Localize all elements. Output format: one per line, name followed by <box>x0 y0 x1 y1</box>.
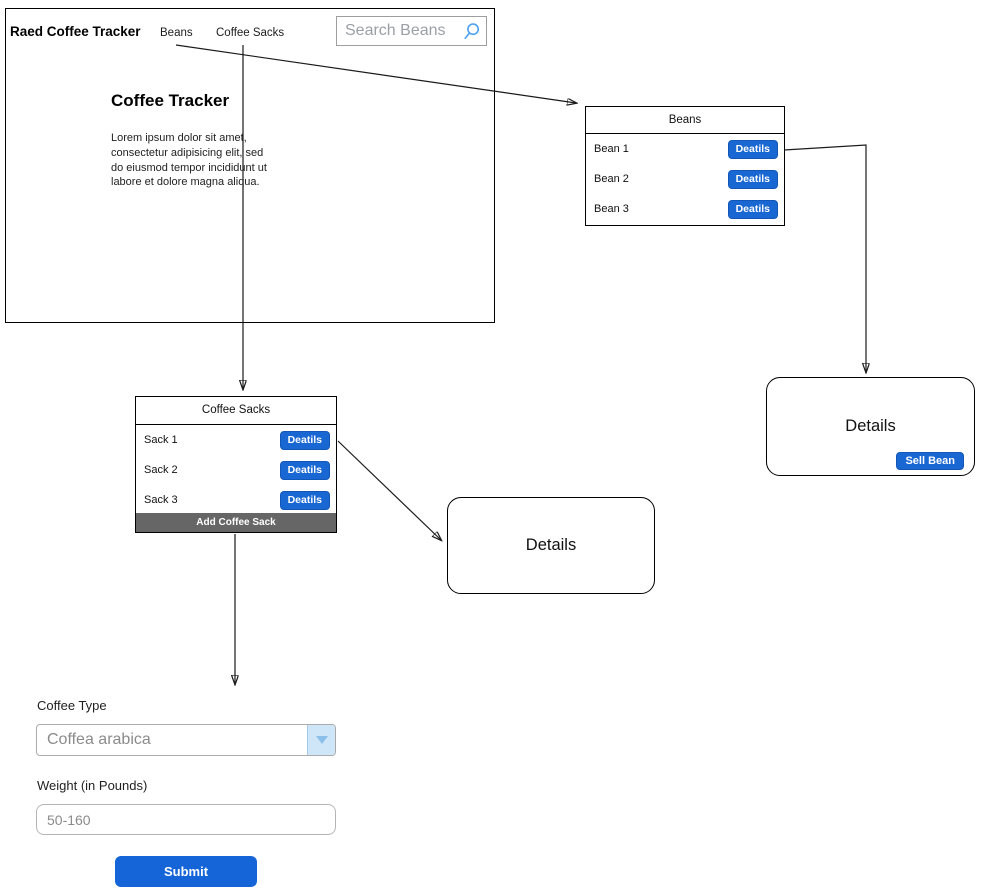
sack-2-details-button[interactable]: Deatils <box>279 460 330 480</box>
page-heading: Coffee Tracker <box>111 91 230 110</box>
coffee-sacks-panel: Coffee Sacks Sack 1 Deatils Sack 2 Deati… <box>135 396 337 533</box>
sacks-row-1: Sack 1 Deatils <box>136 425 336 455</box>
beans-row-3: Bean 3 Deatils <box>586 194 784 224</box>
arrow-bean1-details-to-bean-details-card <box>783 144 866 372</box>
app-window: Raed Coffee Tracker Beans Coffee Sacks C… <box>5 8 495 323</box>
submit-button[interactable]: Submit <box>115 856 257 887</box>
bean-details-title: Details <box>845 417 896 435</box>
weight-input[interactable] <box>36 804 336 835</box>
sack-details-title: Details <box>525 536 577 554</box>
sacks-row-3: Sack 3 Deatils <box>136 485 336 515</box>
beans-row-1: Bean 1 Deatils <box>586 134 784 164</box>
sacks-row-2: Sack 2 Deatils <box>136 455 336 485</box>
coffee-type-value: Coffea arabica <box>47 731 151 748</box>
sack-3-details-button[interactable]: Deatils <box>279 490 330 510</box>
dropdown-arrow-button[interactable] <box>307 725 335 755</box>
coffee-type-label: Coffee Type <box>37 698 107 713</box>
sack-label: Sack 2 <box>144 464 178 476</box>
bean-label: Bean 2 <box>594 173 629 185</box>
search-icon[interactable] <box>462 22 481 41</box>
add-coffee-sack-button[interactable]: Add Coffee Sack <box>136 513 336 532</box>
bean-label: Bean 3 <box>594 203 629 215</box>
nav-item-coffee-sacks[interactable]: Coffee Sacks <box>216 27 285 39</box>
sell-bean-button[interactable]: Sell Bean <box>896 452 964 470</box>
search-input[interactable] <box>337 22 462 40</box>
beans-panel-title: Beans <box>586 107 784 134</box>
sack-label: Sack 1 <box>144 434 178 446</box>
search-box[interactable] <box>336 16 487 46</box>
sacks-panel-title: Coffee Sacks <box>136 397 336 425</box>
sack-details-card: Details <box>447 497 655 594</box>
nav-item-beans[interactable]: Beans <box>160 27 193 39</box>
chevron-down-icon <box>315 736 328 744</box>
bean-3-details-button[interactable]: Deatils <box>727 199 778 219</box>
coffee-type-select[interactable]: Coffea arabica <box>36 724 336 756</box>
sack-label: Sack 3 <box>144 494 178 506</box>
bean-details-card: Details Sell Bean <box>766 377 975 476</box>
app-title: Raed Coffee Tracker <box>10 24 141 39</box>
weight-label: Weight (in Pounds) <box>37 778 148 793</box>
arrow-sacks-panel-to-sack-details-card <box>337 440 441 540</box>
bean-1-details-button[interactable]: Deatils <box>727 139 778 159</box>
bean-label: Bean 1 <box>594 143 629 155</box>
beans-row-2: Bean 2 Deatils <box>586 164 784 194</box>
bean-2-details-button[interactable]: Deatils <box>727 169 778 189</box>
intro-paragraph: Lorem ipsum dolor sit amet, consectetur … <box>111 132 267 189</box>
beans-panel: Beans Bean 1 Deatils Bean 2 Deatils Bean… <box>585 106 785 226</box>
sack-1-details-button[interactable]: Deatils <box>279 430 330 450</box>
